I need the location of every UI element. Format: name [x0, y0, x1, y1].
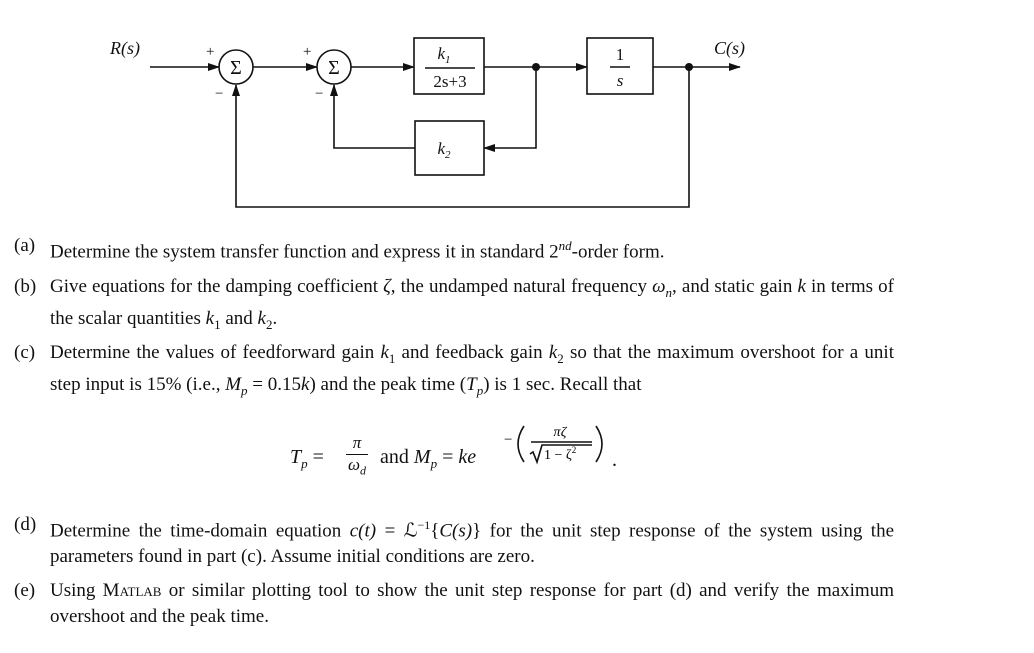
summer-1-sigma: Σ: [230, 57, 242, 79]
summer-2-minus: −: [315, 86, 323, 102]
summer-2-sigma: Σ: [328, 57, 340, 79]
summer-2-plus: +: [303, 44, 311, 60]
block-1-numerator: k1: [437, 44, 450, 66]
inner-feedback-line-to-k2: [483, 67, 537, 152]
question-a-text: Determine the system transfer function a…: [50, 238, 665, 263]
recall-formula: Tp = π ωd and Mp = ke − πζ 1 − ζ2 .: [290, 418, 710, 492]
block-diagram: R(s) Σ + − Σ + − k1 2s+3 1 s C(s) k2: [109, 37, 745, 208]
output-label: C(s): [714, 38, 745, 59]
exponent-denominator: 1 − ζ2: [544, 445, 576, 463]
formula-peak-time: Tp =: [290, 446, 324, 471]
inner-feedback-line-to-summer-2: [330, 84, 415, 149]
question-e-label: (e): [14, 580, 36, 601]
question-a-label: (a): [14, 235, 36, 256]
question-e: (e) Using Matlab or similar plotting too…: [14, 578, 894, 630]
feedback-block-label: k2: [437, 139, 451, 161]
sqrt-sign: [529, 444, 592, 465]
question-e-text: Using Matlab or similar plotting tool to…: [50, 580, 894, 627]
question-d-text: Determine the time-domain equation c(t) …: [50, 518, 894, 568]
question-d: (d) Determine the time-domain equation c…: [14, 512, 894, 570]
block-1-numerator-subscript: 1: [445, 54, 451, 66]
exponent-numerator: πζ: [554, 425, 568, 440]
input-label: R(s): [109, 38, 140, 59]
formula-overshoot: and Mp = ke: [380, 446, 477, 471]
question-c-text: Determine the values of feedforward gain…: [50, 342, 894, 398]
exponent-minus: −: [504, 432, 512, 448]
feedback-block-label-subscript: 2: [445, 149, 451, 161]
formula-pi-over-omega-d: π ωd: [346, 433, 368, 478]
matlab-name: Matlab: [102, 580, 162, 601]
summer-1-plus: +: [206, 44, 214, 60]
question-d-label: (d): [14, 514, 37, 535]
question-c: (c) Determine the values of feedforward …: [14, 340, 894, 404]
question-b-text: Give equations for the damping coefficie…: [50, 276, 894, 332]
formula-period: .: [612, 449, 617, 471]
question-b: (b) Give equations for the damping coeff…: [14, 274, 894, 338]
summer-1-minus: −: [215, 86, 223, 102]
question-c-label: (c): [14, 342, 36, 363]
question-b-label: (b): [14, 276, 37, 297]
block-2-numerator: 1: [616, 45, 625, 64]
block-1-feedforward-gain: [413, 37, 485, 95]
right-paren: [595, 425, 603, 463]
block-2-denominator: s: [617, 71, 624, 90]
block-1-denominator: 2s+3: [433, 72, 466, 91]
formula-exponent: − πζ 1 − ζ2 .: [504, 425, 617, 471]
question-a: (a) Determine the system transfer functi…: [14, 233, 894, 265]
feedback-block-k2: [414, 120, 485, 176]
block-2-integrator: [586, 37, 654, 95]
left-paren: [517, 425, 525, 463]
superscript-nd: nd: [558, 238, 572, 253]
outer-feedback-line: [232, 67, 690, 208]
